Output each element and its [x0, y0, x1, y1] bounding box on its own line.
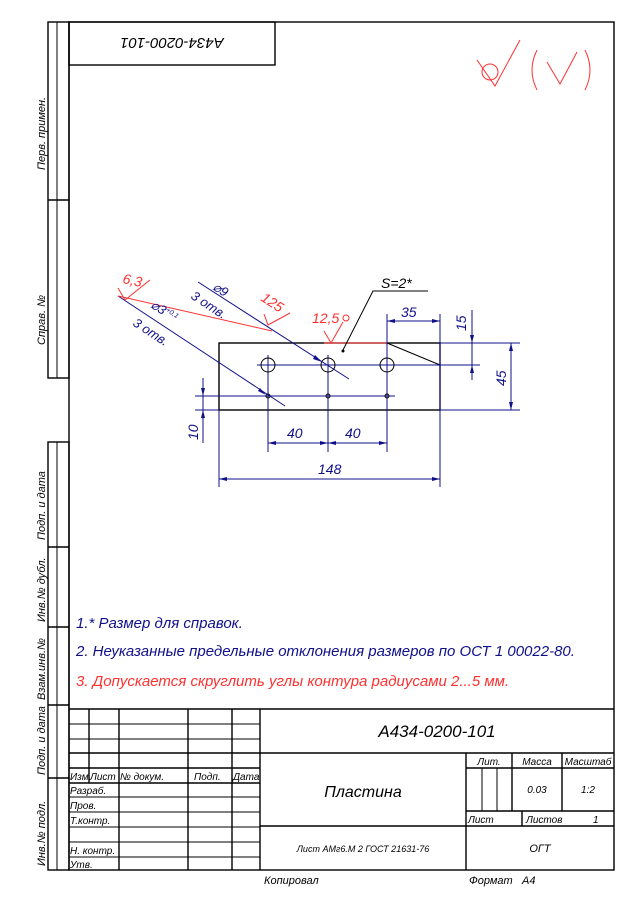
- side-label-orig-inv: Инв.№ подл.: [36, 801, 48, 866]
- organization: ОГТ: [529, 843, 552, 855]
- role-approved: Утв.: [69, 860, 93, 871]
- scale-label: Масштаб: [565, 756, 612, 768]
- sheets-value: 1: [593, 815, 599, 826]
- dim-45: 45: [493, 370, 509, 386]
- roughness-leader: [117, 295, 273, 332]
- material: Лист АМг6.М 2 ГОСТ 21631-76: [296, 844, 429, 854]
- part-view: [195, 314, 480, 452]
- hole-small-count: 3 отв.: [130, 315, 171, 349]
- dim-10: 10: [185, 424, 201, 440]
- top-code-box: [68, 21, 276, 66]
- roughness-63: 6,3: [121, 270, 144, 290]
- dim-35: 35: [401, 304, 417, 320]
- roughness-125: 125: [258, 289, 286, 315]
- dim-40-right: 40: [345, 425, 361, 441]
- hdr-izm: Изм.: [70, 772, 91, 783]
- side-label-sign-date-1: Подп. и дата: [36, 471, 48, 540]
- sheet-label: Лист: [467, 815, 494, 826]
- hole-small-2: [325, 393, 331, 399]
- roughness-12-5: 12,5: [312, 310, 339, 326]
- side-label-repl-inv: Взам.инв.№: [36, 638, 48, 700]
- dimensions: [117, 279, 520, 487]
- role-developer: Разраб.: [70, 785, 106, 797]
- mass-value: 0.03: [527, 785, 547, 796]
- side-label-first-use: Перв. примен.: [36, 97, 48, 170]
- side-label-dup-inv: Инв.№ дубл.: [36, 557, 48, 622]
- sheets-label: Листов: [525, 815, 562, 826]
- format-label: Формат: [469, 875, 513, 887]
- hole-large-3: [379, 357, 395, 373]
- hdr-date: Дата: [232, 772, 260, 783]
- side-label-ref-no: Справ. №: [36, 295, 48, 345]
- note-1: 1.* Размер для справок.: [76, 615, 243, 632]
- hdr-sign: Подп.: [194, 772, 221, 783]
- copied-label: Копировал: [264, 875, 319, 887]
- inner-frame: [68, 21, 615, 871]
- thickness-note: S=2*: [381, 275, 412, 291]
- role-tech-control: Т.контр.: [70, 816, 110, 827]
- lit-label: Лит.: [476, 757, 500, 768]
- hdr-list: Лист: [89, 772, 116, 783]
- leader-hole-small: [117, 295, 286, 407]
- dim-148: 148: [318, 461, 342, 477]
- hdr-doc: № докум.: [120, 772, 164, 783]
- note-2: 2. Неуказанные предельные отклонения раз…: [75, 643, 575, 660]
- mass-label: Масса: [522, 757, 552, 768]
- role-norm-control: Н. контр.: [70, 846, 115, 857]
- leader-hole-large: [197, 281, 350, 380]
- dim-15: 15: [453, 315, 469, 331]
- role-checker: Пров.: [70, 801, 96, 812]
- chamfer-line: [386, 342, 441, 366]
- plate-outline: [218, 342, 441, 411]
- top-code: А434-0200-101: [120, 34, 224, 51]
- scale-value: 1:2: [581, 785, 595, 796]
- left-strip-top: [47, 21, 70, 379]
- hole-small-3: [384, 393, 390, 399]
- note-3: 3. Допускается скруглить углы контура ра…: [76, 673, 509, 690]
- hole-large-2: [320, 357, 336, 373]
- part-name: Пластина: [324, 784, 402, 801]
- hole-small-diameter: ⌀3+0,1: [148, 297, 180, 325]
- leader-thickness: [342, 290, 428, 351]
- hole-large-diameter: ⌀9: [210, 279, 231, 300]
- hole-large-1: [260, 357, 276, 373]
- dim-40-left: 40: [287, 425, 303, 441]
- general-roughness-icon: [476, 39, 591, 91]
- title-block-grid: [69, 708, 614, 870]
- side-label-sign-date-2: Подп. и дата: [36, 706, 48, 775]
- format-value: А4: [521, 875, 535, 887]
- doc-code: А434-0200-101: [377, 722, 495, 741]
- left-strip-bottom: [47, 441, 70, 871]
